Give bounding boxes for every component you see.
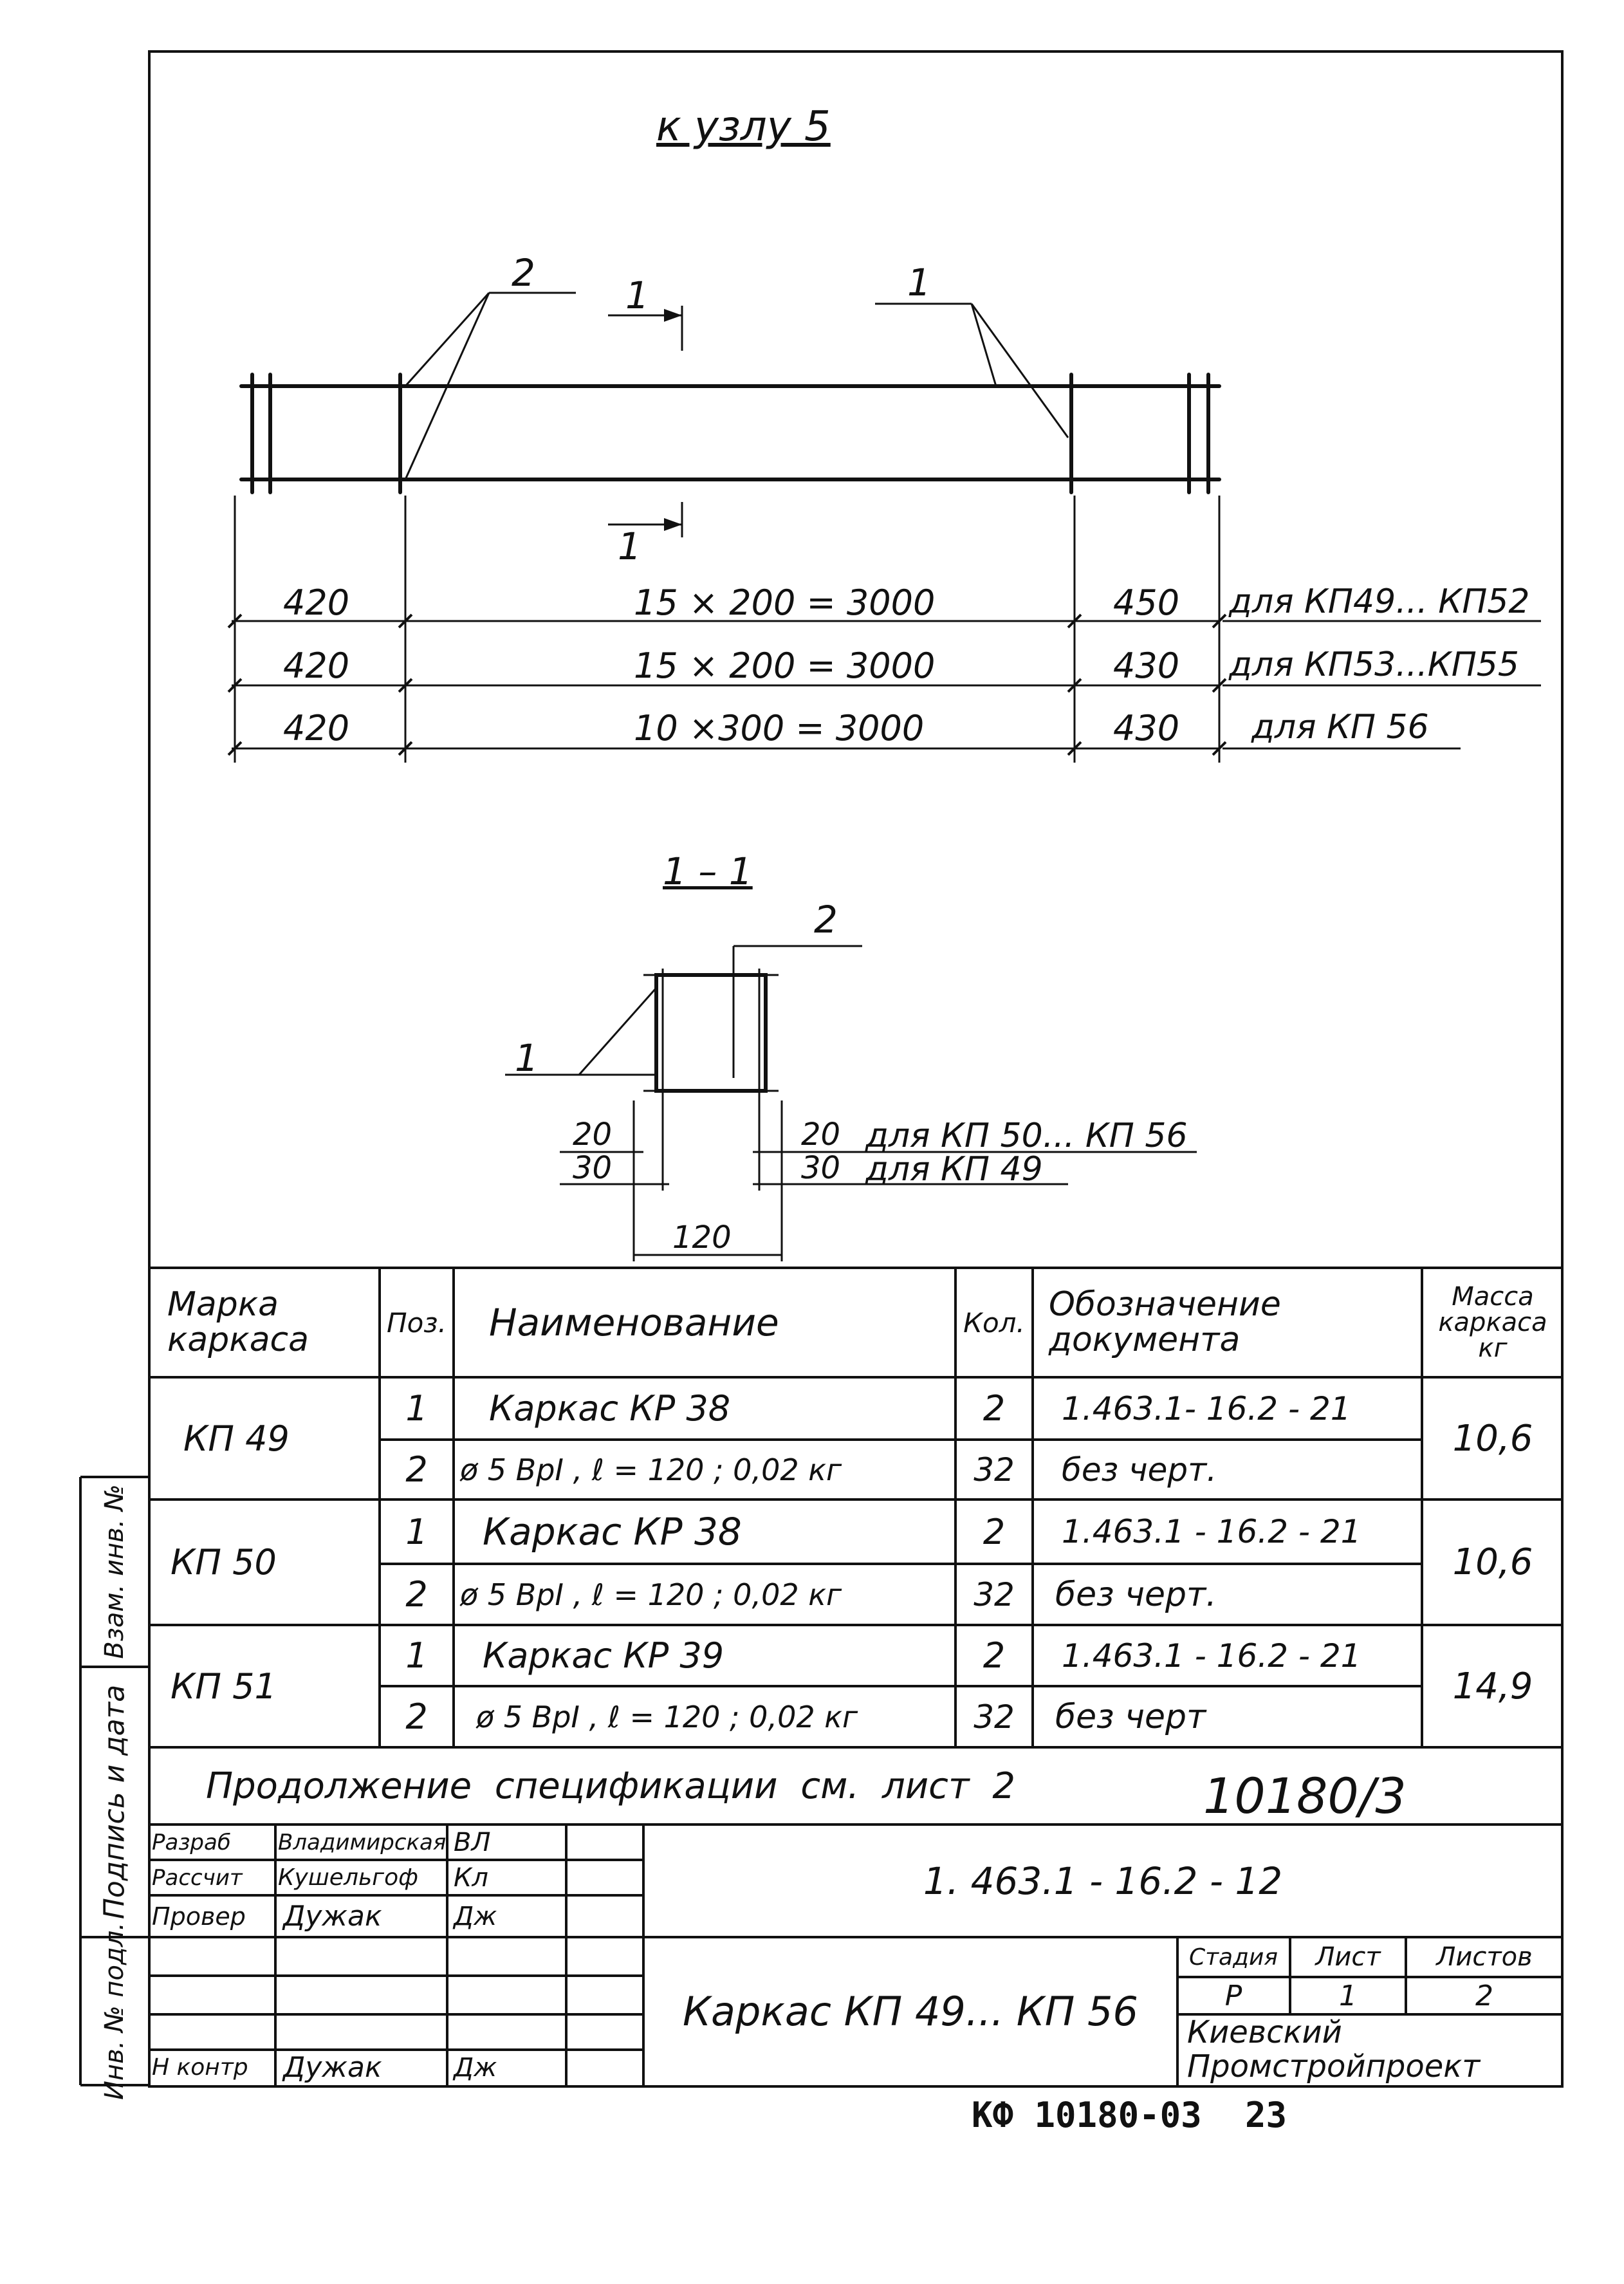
beam-drawing (227, 292, 1541, 763)
section-dim-left-bottom: 30 (573, 1150, 613, 1186)
group-3-row-2-name: ø 5 ВрI , ℓ = 120 ; 0,02 кг (476, 1699, 858, 1734)
section-callout-1: 1 (515, 1036, 539, 1080)
group-3-mark: КП 51 (171, 1666, 277, 1707)
group-1-row-1-doc: 1.463.1- 16.2 - 21 (1062, 1389, 1351, 1427)
section-note-bottom: для КП 49 (865, 1150, 1043, 1189)
tb-name-2: Кушельгоф (278, 1864, 418, 1891)
group-2-mass: 10,6 (1452, 1541, 1533, 1583)
group-1-row-2-pos: 2 (405, 1449, 428, 1490)
dim-row-3-right: 430 (1113, 708, 1180, 748)
callout-2-label: 2 (512, 251, 535, 295)
handwritten-number: 10180/3 (1203, 1767, 1407, 1824)
section-note-top: для КП 50... КП 56 (865, 1117, 1188, 1155)
dim-row-1-right: 450 (1113, 582, 1180, 623)
group-1-mark: КП 49 (183, 1418, 290, 1459)
tb-sheet: 1 (1339, 1979, 1357, 2012)
group-1-row-2-qty: 32 (973, 1451, 1015, 1489)
group-2-row-2-qty: 32 (973, 1575, 1015, 1613)
callout-1-label: 1 (907, 261, 931, 304)
group-3-row-1-qty: 2 (983, 1635, 1006, 1676)
drawing-title: к узлу 5 (656, 103, 831, 151)
tb-sheet-label: Лист (1315, 1942, 1381, 1972)
dim-row-3-note: для КП 56 (1251, 708, 1429, 747)
tb-sign-3: Дж (454, 1901, 497, 1931)
dim-row-2-middle: 15 × 200 = 3000 (634, 645, 936, 686)
tb-name-1: Владимирская (278, 1829, 447, 1855)
tb-designation: 1. 463.1 - 16.2 - 12 (923, 1859, 1283, 1903)
dim-row-3-middle: 10 ×300 = 3000 (634, 708, 925, 748)
group-2-row-2-doc: без черт. (1055, 1575, 1217, 1614)
dim-row-2-left: 420 (283, 645, 350, 686)
header-pos: Поз. (387, 1306, 447, 1339)
tb-role-7: Н контр (152, 2054, 248, 2081)
group-1-mass: 10,6 (1452, 1417, 1533, 1460)
group-2-mark: КП 50 (171, 1542, 277, 1583)
header-name: Наименование (489, 1301, 779, 1344)
tb-sheets-label: Листов (1436, 1942, 1533, 1972)
side-label-signature-date: Подпись и дата (98, 1684, 131, 1920)
section-dim-right-bottom: 30 (801, 1150, 841, 1186)
group-3-row-2-pos: 2 (405, 1696, 428, 1737)
section-cut-top-label: 1 (625, 274, 649, 317)
tb-product-name: Каркас КП 49... КП 56 (683, 1987, 1138, 2035)
section-drawing (505, 945, 1197, 1261)
group-2-row-2-pos: 2 (405, 1574, 428, 1615)
group-3-row-2-qty: 32 (973, 1698, 1015, 1736)
tb-role-3: Провер (152, 1902, 246, 1931)
group-2-row-1-doc: 1.463.1 - 16.2 - 21 (1062, 1513, 1361, 1550)
group-1-row-2-doc: без черт. (1062, 1451, 1217, 1489)
group-3-row-1-name: Каркас КР 39 (483, 1635, 724, 1676)
group-3-row-1-pos: 1 (405, 1635, 428, 1676)
group-2-row-1-pos: 1 (405, 1511, 428, 1552)
tb-sign-1: ВЛ (454, 1827, 491, 1857)
tb-organization: Киевский Промстройпроект (1187, 2014, 1481, 2084)
group-3-mass: 14,9 (1452, 1665, 1533, 1707)
spec-continuation: Продолжение спецификации см. лист 2 (206, 1765, 1016, 1807)
frame-bottom (148, 2085, 1564, 2088)
dim-row-1-middle: 15 × 200 = 3000 (634, 582, 936, 623)
section-dim-width: 120 (672, 1220, 732, 1256)
header-qty: Кол. (963, 1306, 1025, 1339)
header-doc: Обозначение документа (1049, 1285, 1281, 1359)
section-dim-right-top: 20 (801, 1117, 841, 1153)
dim-row-1-note: для КП49... КП52 (1229, 582, 1530, 621)
frame-right (1561, 50, 1564, 2088)
side-label-inv: Инв. № подл. (100, 1922, 129, 2100)
frame-left (148, 50, 151, 2088)
tb-role-2: Рассчит (152, 1864, 243, 1891)
tb-name-3: Дужак (283, 1900, 382, 1933)
dim-row-2-note: для КП53...КП55 (1229, 645, 1519, 684)
header-mark: Марка каркаса (167, 1285, 309, 1359)
group-1-row-1-name: Каркас КР 38 (489, 1388, 731, 1429)
header-mass: Масса каркаса кг (1438, 1282, 1547, 1363)
group-1-row-2-name: ø 5 ВрI , ℓ = 120 ; 0,02 кг (460, 1452, 842, 1487)
footer-stamp: КФ 10180-03 (972, 2095, 1202, 2135)
dim-row-1-left: 420 (283, 582, 350, 623)
tb-sign-7: Дж (454, 2052, 497, 2083)
tb-role-1: Разраб (152, 1829, 231, 1855)
dim-row-3-left: 420 (283, 708, 350, 748)
section-dim-left-top: 20 (573, 1117, 613, 1153)
section-title: 1 – 1 (663, 850, 753, 893)
group-2-row-1-qty: 2 (983, 1511, 1006, 1552)
group-3-row-2-doc: без черт (1055, 1697, 1206, 1736)
tb-name-7: Дужак (283, 2051, 382, 2084)
group-1-row-1-pos: 1 (405, 1388, 428, 1429)
group-2-row-1-name: Каркас КР 38 (483, 1510, 742, 1554)
frame-top (148, 50, 1564, 53)
group-2-row-2-name: ø 5 ВрI , ℓ = 120 ; 0,02 кг (460, 1577, 842, 1612)
group-3-row-1-doc: 1.463.1 - 16.2 - 21 (1062, 1637, 1361, 1675)
dim-row-2-right: 430 (1113, 645, 1180, 686)
tb-sheets: 2 (1475, 1979, 1493, 2012)
footer-page: 23 (1245, 2095, 1287, 2135)
tb-stage-label: Стадия (1188, 1944, 1278, 1971)
group-1-row-1-qty: 2 (983, 1388, 1006, 1429)
tb-stage: Р (1224, 1979, 1242, 2012)
section-callout-2: 2 (814, 898, 838, 942)
section-cut-bottom-label: 1 (618, 525, 641, 568)
tb-sign-2: Кл (454, 1862, 488, 1893)
side-label-replacement: Взам. инв. № (100, 1484, 129, 1659)
